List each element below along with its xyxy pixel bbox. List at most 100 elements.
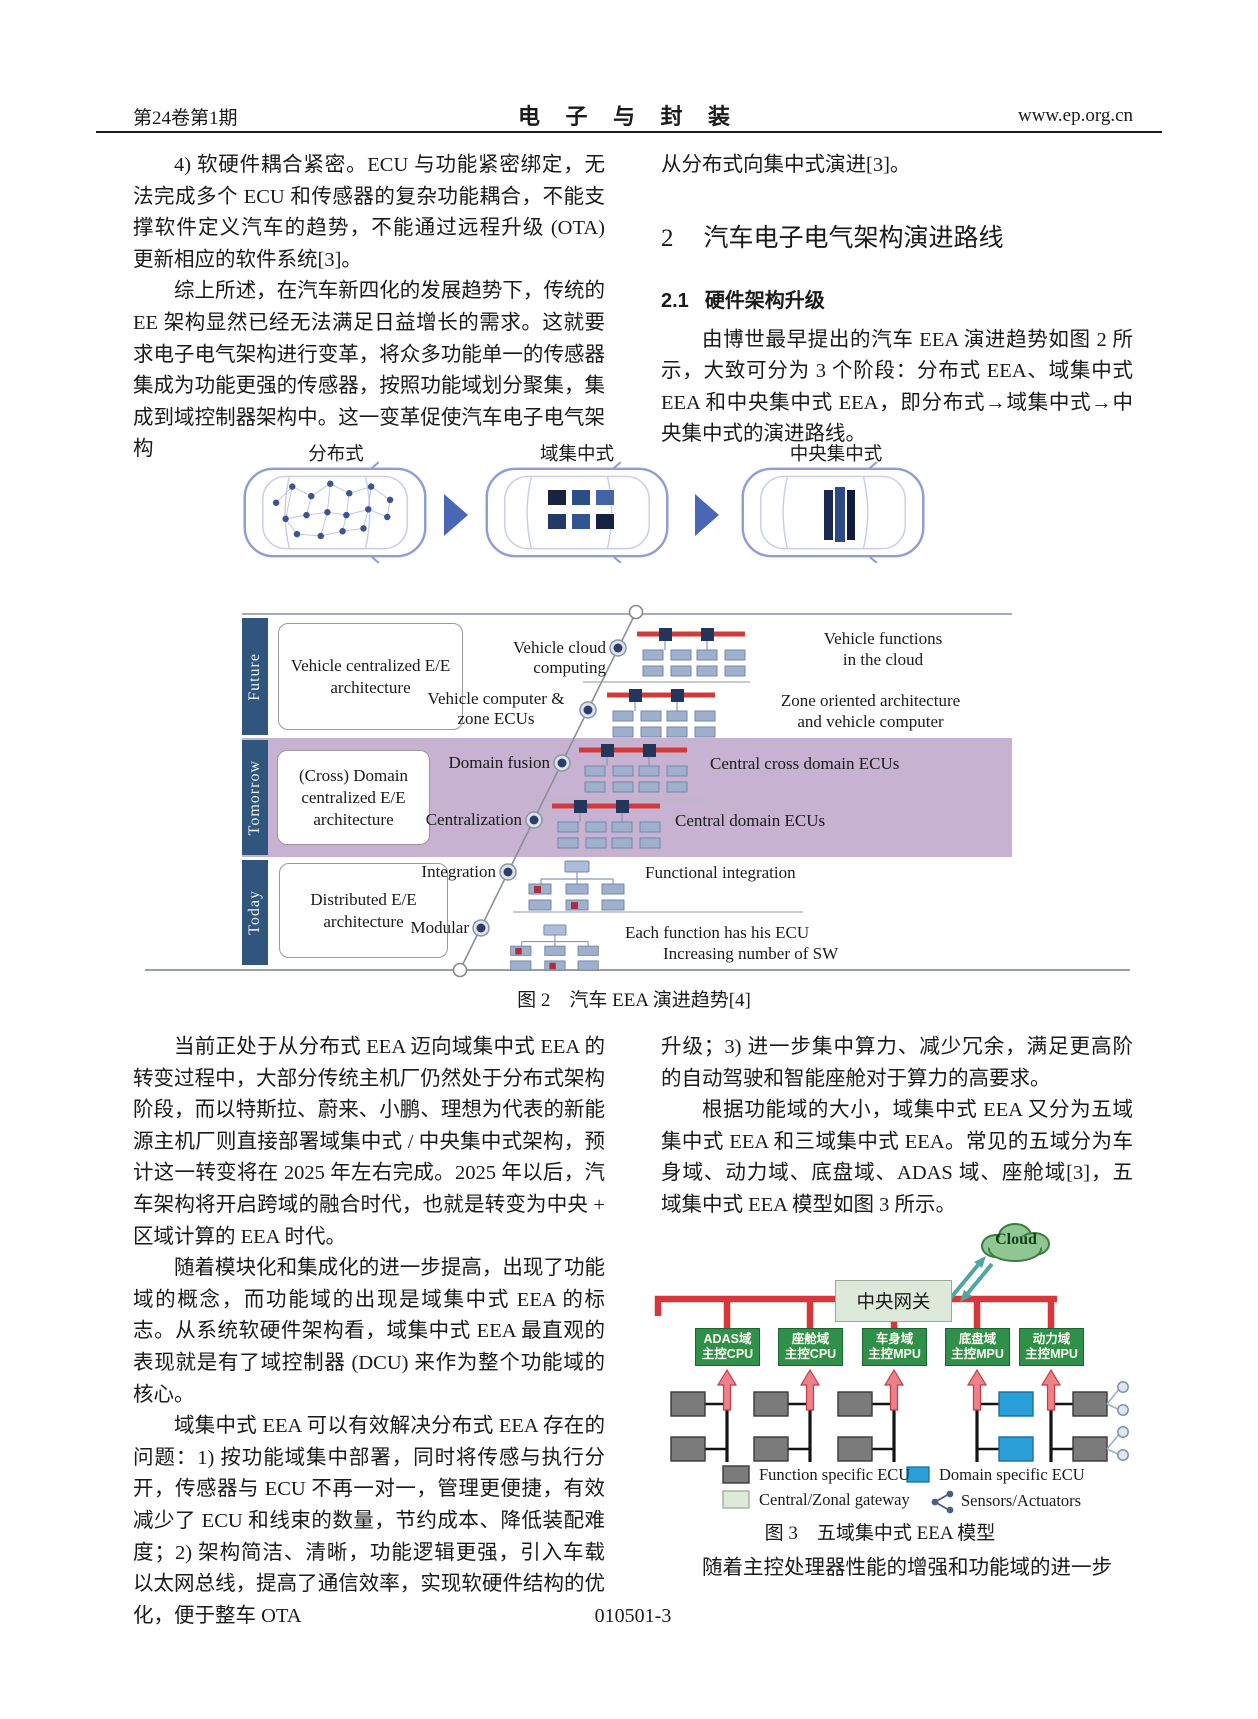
journal-title: 电 子 与 封 装 — [517, 104, 740, 129]
tomorrow-architecture-box: (Cross) Domain centralized E/E architect… — [277, 750, 430, 845]
paragraph: 综上所述，在汽车新四化的发展趋势下，传统的 EE 架构显然已经无法满足日益增长的… — [133, 280, 605, 461]
domain-box-body: 车身域主控MPU — [862, 1328, 927, 1366]
milestone-label: Domain fusion — [448, 753, 550, 772]
milestone-desc: Central cross domain ECUs — [710, 754, 900, 773]
today-architecture-box: Distributed E/E architecture — [279, 863, 448, 958]
paragraph: 4) 软硬件耦合紧密。ECU 与功能紧密绑定，无法完成多个 ECU 和传感器的复… — [133, 154, 605, 271]
paragraph: 随着模块化和集成化的进一步提高，出现了功能域的概念，而功能域的出现是域集中式 E… — [133, 1257, 605, 1406]
legend-label: Function specific ECU — [759, 1465, 911, 1484]
right-column-top: 从分布式向集中式演进[3]。 2 汽车电子电气架构演进路线 2.1 硬件架构升级 由… — [661, 150, 1133, 451]
milestone-desc: Central domain ECUs — [675, 811, 826, 830]
arrow-right-icon — [695, 494, 719, 536]
milestone-desc: Each function has his ECU — [625, 923, 810, 942]
paragraph: 当前正处于从分布式 EEA 迈向域集中式 EEA 的转变过程中，大部分传统主机厂… — [133, 1036, 605, 1248]
car-central-icon — [741, 460, 925, 565]
central-gateway-box: 中央网关 — [835, 1280, 952, 1322]
backbone-bus — [654, 1295, 1057, 1328]
legend-blue-swatch — [906, 1466, 930, 1483]
milestone-label: Vehicle computer & zone ECUs — [427, 689, 565, 728]
section-2-1-heading: 2.1 硬件架构升级 — [661, 284, 1133, 313]
stage-label-central: 中央集中式 — [789, 445, 883, 465]
left-column-top: 4) 软硬件耦合紧密。ECU 与功能紧密绑定，无法完成多个 ECU 和传感器的复… — [133, 150, 605, 466]
figure-2-eea-evolution: 分布式 域集中式 中央集中式 Future Tomorrow Today Veh… — [133, 440, 1135, 1018]
legend-gateway-swatch — [722, 1490, 750, 1509]
milestone-dot — [472, 919, 490, 937]
subsection-number: 2.1 — [661, 289, 689, 312]
figure3-caption: 图 3 五域集中式 EEA 模型 — [764, 1523, 996, 1544]
paragraph: 根据功能域的大小，域集中式 EEA 又分为五域集中式 EEA 和三域集中式 EE… — [661, 1099, 1133, 1216]
milestone-dot — [525, 811, 543, 829]
milestone-dot — [609, 639, 627, 657]
era-bar-future: Future — [242, 618, 268, 735]
legend-label: Sensors/Actuators — [961, 1491, 1082, 1510]
origin-circle — [452, 962, 468, 978]
ecu-cluster-modular-icon — [510, 924, 599, 971]
ecu-cluster-zone-icon — [607, 689, 715, 737]
section-title: 汽车电子电气架构演进路线 — [703, 224, 1004, 252]
arrow-right-icon — [444, 494, 468, 536]
milestone-label: Integration — [421, 862, 496, 881]
legend-label: Central/Zonal gateway — [759, 1490, 910, 1509]
header-website: www.ep.org.cn — [1017, 105, 1133, 126]
milestone-label: Vehicle cloud computing — [513, 638, 606, 677]
box-label: (Cross) Domain centralized E/E architect… — [298, 765, 409, 829]
milestone-desc: Functional integration — [645, 863, 796, 882]
car-distributed-icon — [243, 460, 427, 565]
domain-box-adas: ADAS域主控CPU — [695, 1328, 760, 1366]
gateway-label: 中央网关 — [856, 1293, 931, 1313]
evolution-diagonal-line — [459, 611, 637, 971]
box-label: Distributed E/E architecture — [310, 889, 417, 931]
end-circle — [628, 604, 644, 620]
ecu-cluster-fusion-icon — [579, 744, 687, 792]
page-number: 010501-3 — [594, 1605, 672, 1627]
axis-label: Increasing number of SW — [663, 944, 839, 963]
ecu-cluster-integration-icon — [528, 860, 625, 911]
domain-box-powertrain: 动力域主控MPU — [1019, 1328, 1084, 1366]
car-domain-icon — [485, 460, 669, 565]
figure2-caption: 图 2 汽车 EEA 演进趋势[4] — [517, 990, 751, 1011]
era-bar-today: Today — [242, 860, 268, 965]
sensor-actuator-icons — [1106, 1381, 1129, 1461]
legend-sensors-icon — [931, 1490, 954, 1514]
legend-gray-swatch — [722, 1465, 750, 1484]
domain-box-cockpit: 座舱域主控CPU — [778, 1328, 843, 1366]
milestone-desc: Vehicle functions in the cloud — [823, 629, 943, 669]
box-label: Vehicle centralized E/E architecture — [290, 655, 451, 697]
left-column-bottom: 当前正处于从分布式 EEA 迈向域集中式 EEA 的转变过程中，大部分传统主机厂… — [133, 1032, 605, 1632]
paragraph: 从分布式向集中式演进[3]。 — [661, 154, 911, 176]
milestone-desc: Zone oriented architecture and vehicle c… — [780, 691, 961, 731]
paragraph: 随着主控处理器性能的增强和功能域的进一步 — [702, 1557, 1112, 1579]
section-number: 2 — [661, 224, 674, 252]
cloud-icon — [981, 1223, 1050, 1262]
stage-label-distributed: 分布式 — [308, 445, 364, 465]
paragraph: 域集中式 EEA 可以有效解决分布式 EEA 存在的问题：1) 按功能域集中部署… — [133, 1415, 605, 1627]
chain-lines — [705, 1374, 1073, 1462]
milestone-label: Centralization — [425, 810, 522, 829]
domain-ecu-icons — [998, 1391, 1034, 1462]
era-bar-tomorrow: Tomorrow — [242, 740, 268, 855]
paragraph: 升级；3) 进一步集中算力、减少冗余，满足更高阶的自动驾驶和智能座舱对于算力的高… — [661, 1036, 1133, 1090]
stage-label-domain: 域集中式 — [539, 445, 614, 465]
figure3-artwork — [654, 1223, 1129, 1514]
header-rule — [96, 131, 1162, 134]
milestone-dot — [579, 701, 597, 719]
milestone-label: Modular — [410, 918, 469, 937]
section-2-heading: 2 汽车电子电气架构演进路线 — [661, 218, 1133, 254]
milestone-dot — [553, 754, 571, 772]
cloud-label: Cloud — [995, 1231, 1037, 1248]
header-issue: 第24卷第1期 — [133, 108, 238, 129]
ecu-cluster-cloud-icon — [637, 628, 745, 676]
subsection-title: 硬件架构升级 — [704, 289, 825, 312]
ecu-cluster-centralization-icon — [552, 800, 660, 848]
future-architecture-box: Vehicle centralized E/E architecture — [278, 623, 463, 730]
uplink-arrow-icons — [716, 1368, 1062, 1411]
legend-label: Domain specific ECU — [939, 1465, 1085, 1484]
cloud-link-arrows-icon — [947, 1256, 994, 1302]
domain-box-chassis: 底盘域主控MPU — [945, 1328, 1010, 1366]
right-column-last: 随着主控处理器性能的增强和功能域的进一步 — [661, 1553, 1133, 1585]
figure-3-five-domain-eea: Cloud 中央网关 ADAS域主控CPU 座舱域主控CPU 车身域主控MPU … — [640, 1218, 1140, 1553]
right-column-bottom: 升级；3) 进一步集中算力、减少冗余，满足更高阶的自动驾驶和智能座舱对于算力的高… — [661, 1032, 1133, 1222]
figure2-artwork — [145, 460, 1130, 978]
paragraph: 由博世最早提出的汽车 EEA 演进趋势如图 2 所示，大致可分为 3 个阶段：分… — [661, 328, 1133, 446]
